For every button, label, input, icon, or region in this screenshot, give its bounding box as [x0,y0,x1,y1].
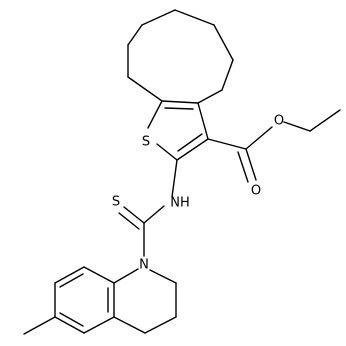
bond-line [83,316,115,334]
bond-line [177,133,203,152]
bond-line [309,109,341,132]
bond-line [156,143,178,161]
bond-line [245,126,273,150]
bond-line [113,268,139,284]
bond-line [164,107,194,110]
bond-line [147,100,163,129]
bond-line [197,89,223,104]
bond-line [127,24,143,46]
bond-line [143,205,165,224]
amine-label: NH [170,196,190,211]
bond-line [283,121,311,132]
oxygen-carbonyl-label: O [251,184,261,199]
bond-line [54,266,85,284]
bond-line [127,76,163,102]
bond-line [113,316,146,334]
bond-line [213,24,234,61]
bond-line [83,266,115,284]
bond-line [23,316,56,335]
sulfur-ring-label: S [142,135,150,150]
bond-line [59,312,84,327]
nitrogen-ring-label: N [139,258,149,273]
bond-line [207,138,247,150]
oxygen-ester-label: O [274,114,284,129]
bond-lines [23,9,341,335]
bond-line [141,9,176,26]
bond-line [197,102,209,140]
bond-line [245,148,257,181]
bond-line [174,9,215,26]
bond-line [161,100,199,104]
bond-line [123,206,145,224]
bond-line [118,212,140,230]
atom-labels: S O O NH S N [112,114,284,273]
bond-line [221,59,234,91]
bond-line [237,151,249,183]
bond-line [54,316,85,334]
bond-line [176,138,209,161]
bond-line [144,316,177,334]
bond-line [171,159,178,198]
bond-line [149,269,177,284]
bond-line [59,273,84,288]
sulfur-thioamide-label: S [112,195,120,210]
